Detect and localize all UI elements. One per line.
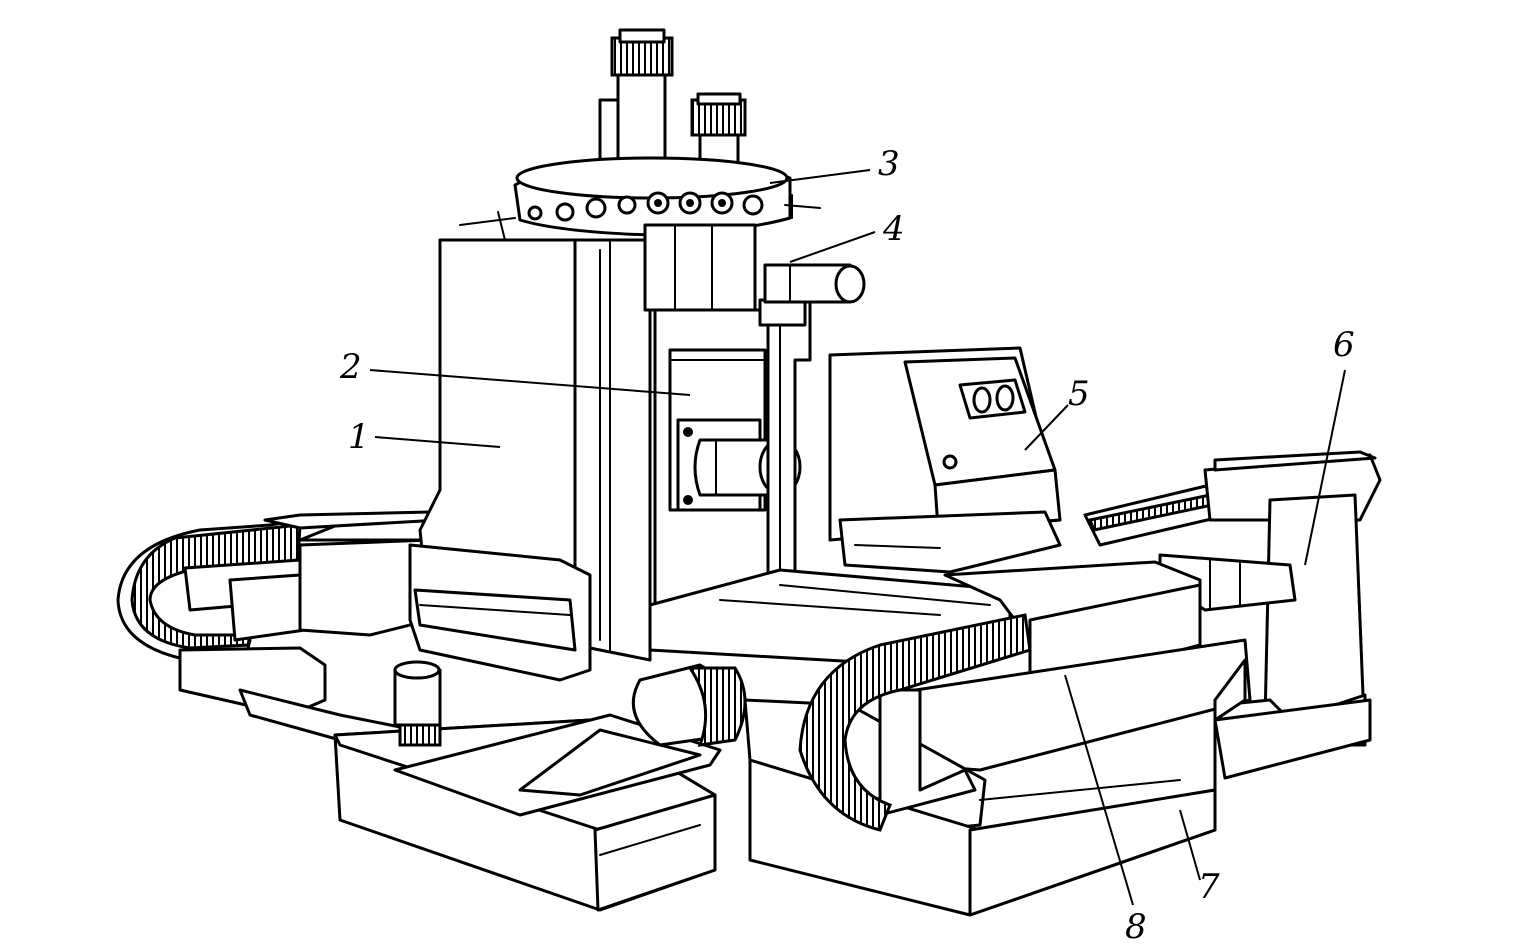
leader-4 [789,231,876,263]
left-base-rail [178,510,592,792]
callout-2: 2 [339,347,362,387]
leader-lines [369,169,1346,906]
leader-7 [1179,809,1201,881]
callout-4: 4 [882,209,905,249]
coolant-tank [333,660,747,912]
leader-2 [369,369,691,396]
leader-8 [1064,674,1134,906]
callout-6: 6 [1333,325,1355,365]
callout-3: 3 [878,144,900,184]
leader-3 [769,169,871,184]
right-rail [1083,450,1382,780]
front-cable-chain [798,613,1032,832]
tool-turret [459,28,866,312]
leader-5 [1024,404,1069,451]
callout-7: 7 [1198,867,1220,907]
control-cabinet [828,346,1062,542]
leader-6 [1304,369,1346,566]
spindle-head [653,308,802,642]
callout-8: 8 [1125,907,1147,947]
leader-1 [374,436,501,448]
callouts: 1 2 3 4 5 6 7 8 [339,144,1355,947]
machine-base [743,638,1252,917]
callout-5: 5 [1068,374,1090,414]
column-body [408,238,652,682]
callout-1: 1 [348,417,370,457]
